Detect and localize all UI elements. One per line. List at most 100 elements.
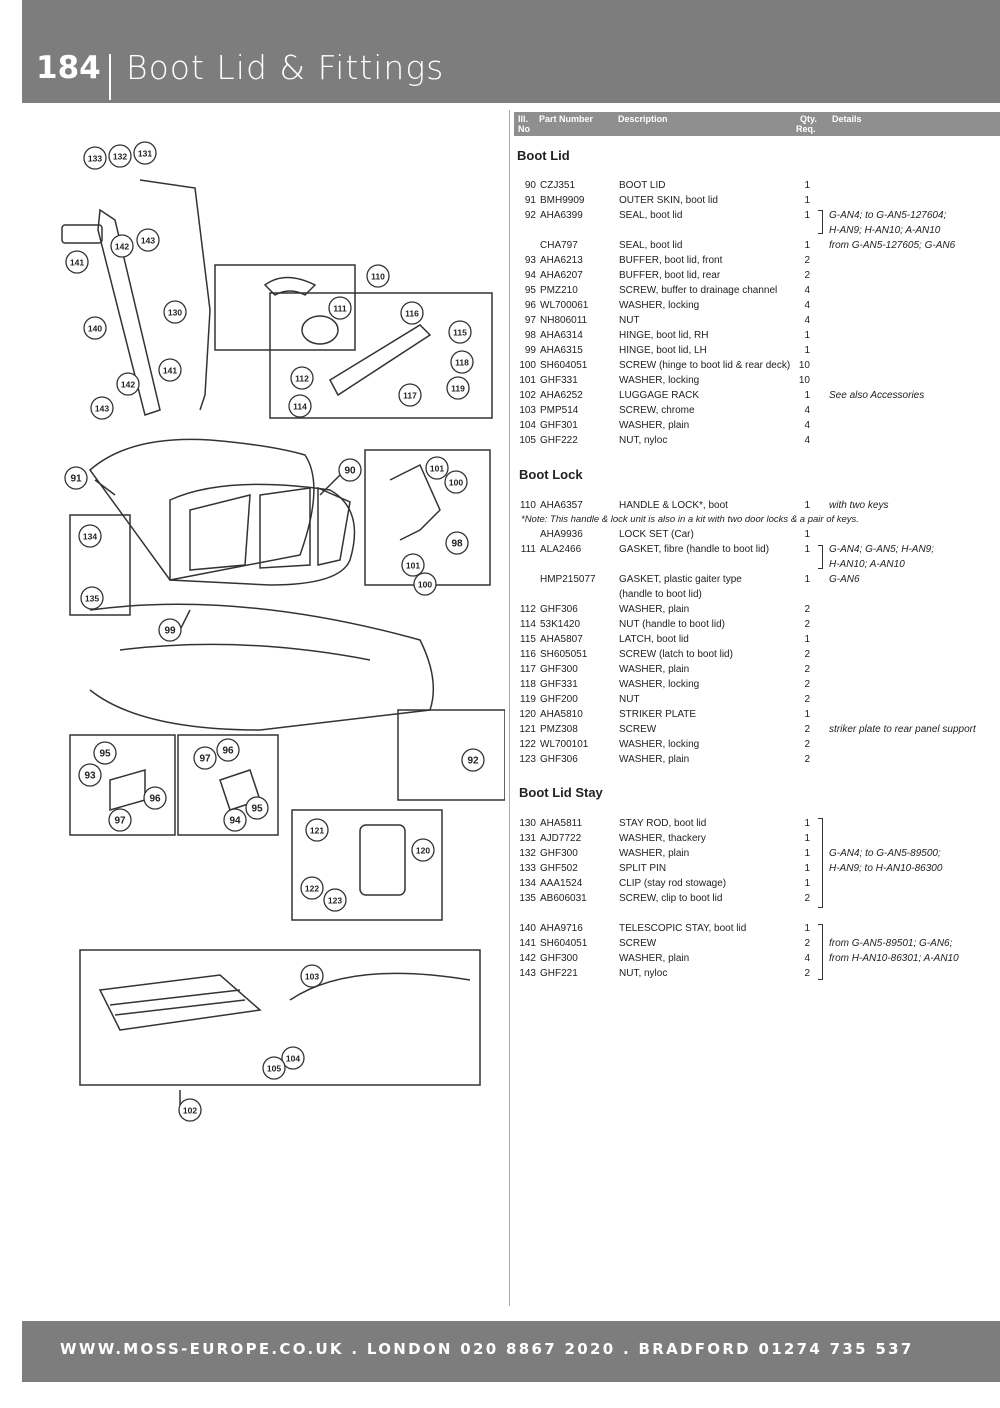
cell-description: BUFFER, boot lid, front (619, 255, 723, 266)
cell-ill-no: 133 (519, 863, 536, 874)
cell-description: SEAL, boot lid (619, 240, 683, 251)
callout-label: 95 (251, 804, 263, 815)
cell-part-number: SH604051 (540, 938, 588, 949)
callout-116: 116 (400, 301, 424, 325)
callout-label: 95 (99, 749, 111, 760)
cell-qty: 1 (804, 863, 810, 874)
cell-ill-no: 105 (519, 435, 536, 446)
callout-label: 104 (286, 1054, 300, 1064)
boot-outer-skin (88, 438, 315, 581)
cell-part-number: GHF301 (540, 420, 578, 431)
cell-ill-no: 91 (524, 195, 536, 206)
cell-part-number: GHF502 (540, 863, 578, 874)
callout-label: 123 (328, 896, 342, 906)
callout-label: 111 (333, 304, 347, 314)
cell-ill-no: 99 (524, 345, 536, 356)
cell-description: NUT, nyloc (619, 435, 668, 446)
diagram-linework (61, 179, 505, 1105)
callout-132: 132 (108, 144, 132, 168)
clip-box-outline (69, 514, 131, 616)
cell-description: SCREW (latch to boot lid) (619, 649, 733, 660)
cell-description: GASKET, plastic gaiter type (619, 574, 742, 585)
section-title-boot-lock: Boot Lock (519, 467, 583, 482)
cell-description: HINGE, boot lid, RH (619, 330, 709, 341)
cell-details: with two keys (829, 500, 889, 511)
cell-description: NUT, nyloc (619, 968, 668, 979)
boot-lid-edge (289, 972, 471, 1001)
callout-label: 99 (164, 626, 176, 637)
callout-94: 94 (223, 808, 247, 832)
callout-103: 103 (300, 964, 324, 988)
cell-qty: 4 (804, 315, 810, 326)
callout-label: 132 (113, 152, 127, 162)
cell-details: G-AN4; to G-AN5-127604; (829, 210, 947, 221)
callout-91: 91 (64, 466, 88, 490)
cell-qty: 2 (804, 893, 810, 904)
callout-96: 96 (143, 786, 167, 810)
cell-description: NUT (619, 315, 640, 326)
cell-ill-no: 96 (524, 300, 536, 311)
cell-ill-no: 135 (519, 893, 536, 904)
callout-115: 115 (448, 320, 472, 344)
callout-90: 90 (338, 458, 362, 482)
cell-part-number: AHA9936 (540, 529, 583, 540)
cell-ill-no: 131 (519, 833, 536, 844)
cell-part-number: AHA9716 (540, 923, 583, 934)
cell-qty: 10 (798, 375, 810, 386)
cell-ill-no: 112 (520, 604, 536, 615)
cell-qty: 2 (804, 255, 810, 266)
cell-part-number: GHF331 (540, 375, 578, 386)
cell-details: striker plate to rear panel support (829, 724, 976, 735)
cell-qty: 4 (804, 285, 810, 296)
bracket-seal (818, 210, 823, 234)
callout-93: 93 (78, 763, 102, 787)
cell-ill-no: 140 (519, 923, 536, 934)
cell-details: H-AN10; A-AN10 (829, 559, 905, 570)
cell-qty: 1 (804, 574, 810, 585)
callout-label: 135 (85, 594, 99, 604)
callout-130: 130 (163, 300, 187, 324)
cell-description: SCREW (hinge to boot lid & rear deck) (619, 360, 791, 371)
footer-contact: WWW.MOSS-EUROPE.CO.UK . LONDON 020 8867 … (60, 1340, 914, 1358)
cell-description: WASHER, plain (619, 848, 690, 859)
callout-97: 97 (108, 808, 132, 832)
cell-description: NUT (619, 694, 640, 705)
cell-part-number: CZJ351 (540, 180, 576, 191)
callout-label: 119 (451, 384, 465, 394)
cell-description: NUT (handle to boot lid) (619, 619, 725, 630)
cell-description: WASHER, plain (619, 754, 690, 765)
cell-part-number: GHF300 (540, 664, 578, 675)
cell-ill-no: 132 (519, 848, 536, 859)
cell-ill-no: 142 (519, 953, 536, 964)
cell-part-number: AHA6357 (540, 500, 583, 511)
callout-label: 142 (121, 380, 135, 390)
callout-143: 143 (90, 396, 114, 420)
callout-label: 118 (455, 358, 469, 368)
callout-label: 140 (88, 324, 102, 334)
callout-label: 91 (70, 474, 82, 485)
callout-120: 120 (411, 838, 435, 862)
cell-ill-no: 122 (519, 739, 536, 750)
cell-ill-no: 97 (524, 315, 536, 326)
handle-box-outline (214, 264, 356, 351)
cell-part-number: GHF300 (540, 953, 578, 964)
callout-label: 110 (371, 272, 385, 282)
callout-label: 90 (344, 466, 356, 477)
callout-95: 95 (93, 741, 117, 765)
cell-part-number: SH604051 (540, 360, 588, 371)
cell-part-number: WL700061 (540, 300, 589, 311)
callout-label: 103 (305, 972, 319, 982)
callout-117: 117 (398, 383, 422, 407)
cell-ill-no: 121 (519, 724, 536, 735)
cell-ill-no: 115 (520, 634, 536, 645)
callout-label: 121 (310, 826, 324, 836)
callout-135: 135 (80, 586, 104, 610)
col-ill-no-2: No (518, 124, 530, 134)
cell-description: LOCK SET (Car) (619, 529, 694, 540)
callout-140: 140 (83, 316, 107, 340)
cell-qty: 2 (804, 664, 810, 675)
cell-qty: 1 (804, 833, 810, 844)
callout-95: 95 (245, 796, 269, 820)
bracket-gasket (818, 545, 823, 569)
boot-lid-window-3 (317, 486, 351, 566)
